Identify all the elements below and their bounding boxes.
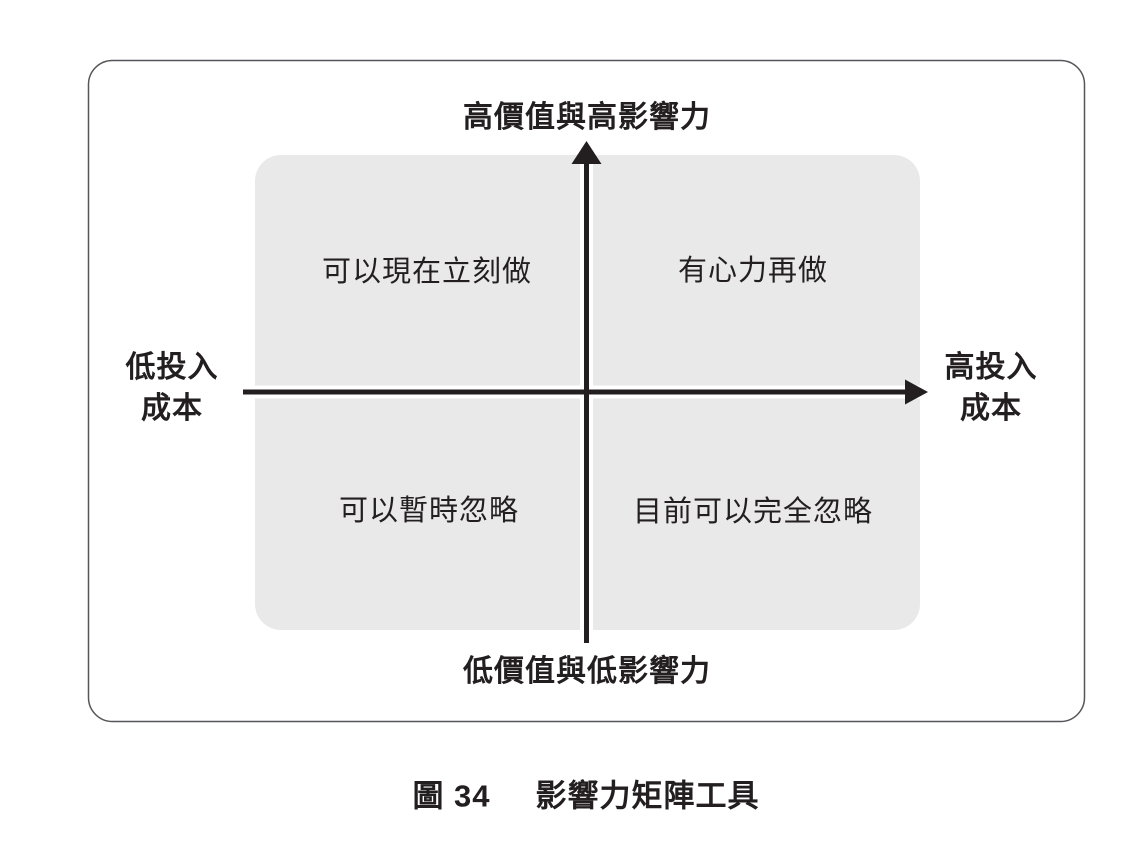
figure-border xyxy=(87,59,1086,723)
quadrant-label-top-left: 可以現在立刻做 xyxy=(321,256,533,288)
left-axis-label-line1: 低投入 xyxy=(125,351,219,384)
right-axis-label-line2: 成本 xyxy=(960,392,1022,425)
up-arrow-icon xyxy=(571,141,602,164)
quadrant-label-top-right: 有心力再做 xyxy=(677,255,829,287)
bottom-axis-label: 低價值與低影響力 xyxy=(463,655,711,688)
right-arrow-icon xyxy=(905,379,928,405)
figure-caption: 圖 34 影響力矩陣工具 xyxy=(412,771,759,816)
left-axis-label-line2: 成本 xyxy=(141,392,203,425)
figure-caption-title: 影響力矩陣工具 xyxy=(535,778,760,814)
left-axis-label: 低投入 成本 xyxy=(126,347,219,429)
right-axis-label: 高投入 成本 xyxy=(945,347,1038,429)
quadrant-label-bottom-right: 目前可以完全忽略 xyxy=(632,496,874,528)
quadrant-label-bottom-left: 可以暫時忽略 xyxy=(338,495,520,527)
right-axis-label-line1: 高投入 xyxy=(944,351,1038,384)
top-axis-label: 高價值與高影響力 xyxy=(463,101,711,134)
figure-caption-number: 圖 34 xyxy=(412,778,491,814)
